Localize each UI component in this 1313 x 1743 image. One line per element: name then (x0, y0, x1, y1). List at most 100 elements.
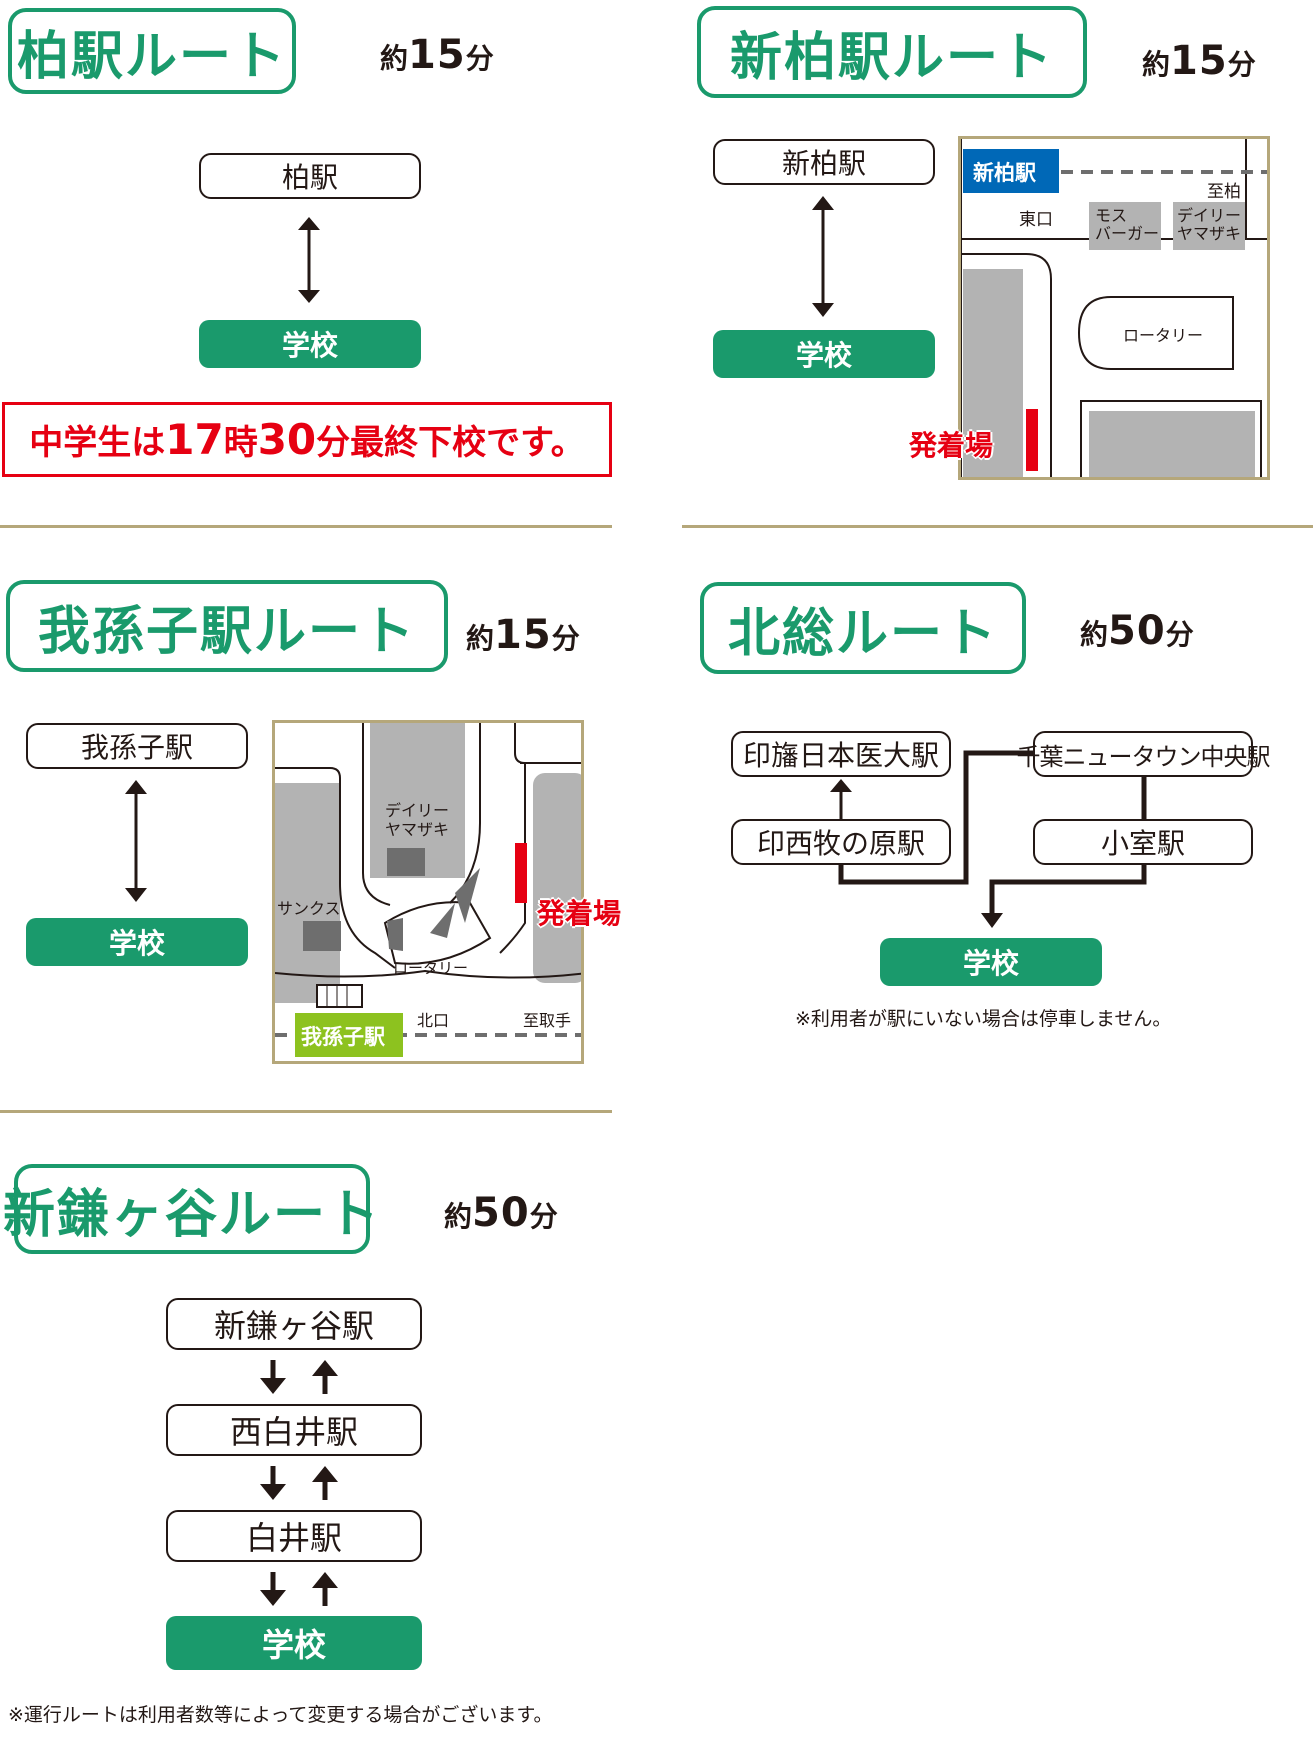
shinkashiwa-map-drawing (961, 139, 1267, 477)
time-prefix: 約 (466, 622, 495, 655)
time-number: 15 (494, 612, 552, 658)
shop-block (1089, 202, 1161, 250)
shinkashiwa-station-map: 新柏駅 至柏 東口 モス バーガー デイリー ヤマザキ ロータリー (958, 136, 1270, 480)
notice-text-c: 分最終下校です。 (316, 423, 585, 463)
kashiwa-school-box: 学校 (199, 320, 421, 368)
time-unit: 分 (465, 42, 494, 75)
section-divider (0, 1110, 612, 1113)
stairs (316, 984, 363, 1008)
map-shop-label: デイリー ヤマザキ (1177, 207, 1241, 243)
map-direction-label: 至取手 (523, 1011, 572, 1030)
kashiwa-station-box: 柏駅 (199, 153, 421, 199)
abiko-route-title: 我孫子駅ルート (6, 580, 448, 672)
section-divider (0, 525, 612, 528)
hokuso-station-inba: 印旛日本医大駅 (731, 731, 951, 777)
up-arrow (312, 1360, 338, 1394)
shinkamagaya-school-box: 学校 (166, 1616, 422, 1670)
building-block (963, 269, 1023, 477)
abiko-pickup-label: 発着場 (537, 897, 622, 930)
rotary-island (430, 903, 455, 938)
time-prefix: 約 (1142, 48, 1171, 81)
kashiwa-route-title: 柏駅ルート (8, 8, 296, 94)
shinkashiwa-pickup-label: 発着場 (909, 429, 994, 462)
shop-line: モス (1095, 206, 1128, 225)
kashiwa-travel-time: 約15分 (380, 32, 494, 78)
rotary-island (455, 868, 480, 923)
hokuso-station-komuro: 小室駅 (1033, 819, 1253, 865)
map-shop-label: サンクス (277, 899, 341, 918)
time-number: 15 (408, 32, 466, 78)
map-shop-label: モス バーガー (1095, 207, 1159, 243)
abiko-map-drawing (275, 723, 581, 1057)
shop-line: ヤマザキ (385, 820, 450, 839)
shop-block (1173, 202, 1245, 250)
time-prefix: 約 (444, 1200, 473, 1233)
time-number: 15 (1170, 38, 1228, 84)
road-line (362, 723, 391, 906)
time-number: 50 (472, 1190, 530, 1236)
time-number: 50 (1108, 608, 1166, 654)
notice-minute: 30 (257, 415, 317, 464)
map-station-label: 新柏駅 (973, 161, 1036, 185)
shop-line: ヤマザキ (1177, 224, 1242, 243)
abiko-travel-time: 約15分 (466, 612, 580, 658)
map-north-exit-label: 北口 (417, 1011, 450, 1030)
notice-hour: 17 (165, 415, 224, 464)
map-rotary-label: ロータリー (393, 959, 469, 977)
building-block (275, 783, 340, 1003)
abiko-station-box: 我孫子駅 (26, 723, 248, 769)
abiko-school-box: 学校 (26, 918, 248, 966)
station-marker (963, 149, 1059, 193)
shop-line: バーガー (1095, 224, 1160, 243)
shinkamagaya-route-title: 新鎌ヶ谷ルート (3, 1164, 379, 1254)
time-unit: 分 (1227, 48, 1256, 81)
pickup-marker (1026, 409, 1038, 471)
time-unit: 分 (551, 622, 580, 655)
map-shop-label: デイリー ヤマザキ (385, 801, 449, 839)
time-unit: 分 (1165, 618, 1194, 651)
hokuso-station-chiba-newtown: 千葉ニュータウン中央駅 (1017, 731, 1271, 777)
shinkashiwa-school-box: 学校 (713, 330, 935, 378)
down-arrow (260, 1466, 286, 1500)
shop-block (387, 848, 425, 876)
shinkamagaya-station-shinkamagaya: 新鎌ヶ谷駅 (166, 1298, 422, 1350)
time-prefix: 約 (380, 42, 409, 75)
hokuso-station-inzai-makinohara: 印西牧の原駅 (731, 819, 951, 865)
building-block (1089, 411, 1255, 477)
map-direction-label: 至柏 (1207, 182, 1241, 202)
road-line (961, 253, 1052, 477)
down-arrow (260, 1572, 286, 1606)
hokuso-travel-time: 約50分 (1080, 608, 1194, 654)
hokuso-stop-note: ※利用者が駅にいない場合は停車しません。 (795, 1008, 1172, 1030)
time-prefix: 約 (1080, 618, 1109, 651)
pickup-marker (515, 843, 527, 903)
notice-text-b: 時 (223, 423, 258, 463)
station-marker (295, 1013, 403, 1057)
road-line (275, 767, 341, 779)
map-rotary-label: ロータリー (1123, 326, 1204, 345)
rotary-island (387, 918, 403, 951)
road-line (275, 969, 581, 979)
up-arrow (312, 1466, 338, 1500)
hokuso-school-box: 学校 (880, 938, 1102, 986)
shinkashiwa-station-box: 新柏駅 (713, 139, 935, 185)
footer-route-change-note: ※運行ルートは利用者数等によって変更する場合がございます。 (8, 1704, 553, 1726)
shinkamagaya-station-nishishiroi: 西白井駅 (166, 1404, 422, 1456)
notice-text-a: 中学生は (29, 423, 166, 463)
road-line (499, 763, 526, 954)
rotary-outline (383, 901, 492, 965)
road-line (514, 723, 526, 764)
building-block (533, 773, 581, 983)
shop-line: デイリー (1177, 206, 1242, 225)
rotary-outline (1077, 296, 1234, 370)
shinkashiwa-route-title: 新柏駅ルート (697, 6, 1087, 98)
map-east-exit-label: 東口 (1019, 210, 1053, 230)
shop-block (303, 921, 341, 951)
shinkashiwa-travel-time: 約15分 (1142, 38, 1256, 84)
shinkamagaya-travel-time: 約50分 (444, 1190, 558, 1236)
time-unit: 分 (529, 1200, 558, 1233)
section-divider (682, 525, 1313, 528)
road-line (339, 778, 396, 969)
map-station-label: 我孫子駅 (301, 1025, 385, 1049)
